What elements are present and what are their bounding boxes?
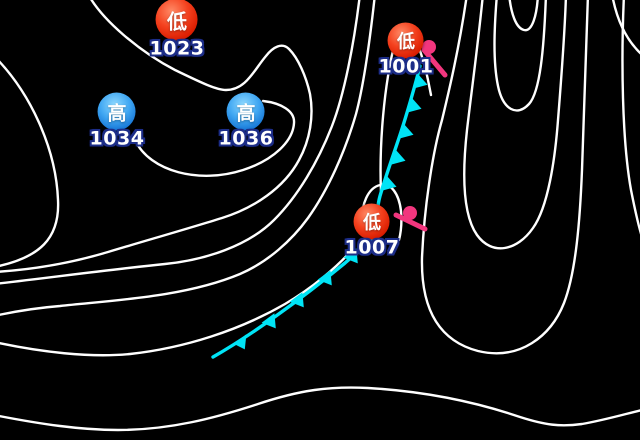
- cold-front-triangle: [398, 123, 414, 139]
- isobar-line: [0, 0, 376, 316]
- low-symbol-text: 低: [362, 212, 381, 234]
- isobar-line: [621, 0, 640, 235]
- isobar-line: [420, 0, 589, 355]
- pressure-value: 1023: [149, 37, 205, 60]
- pressure-marker-high-1036: 高 1036: [218, 92, 274, 150]
- pressure-value: 1036: [218, 127, 274, 150]
- warm-front: [393, 206, 428, 232]
- pressure-marker-low-1007: 低 1007: [344, 203, 400, 259]
- isobar-line: [0, 60, 60, 267]
- isobar-line: [0, 386, 640, 432]
- low-symbol-text: 低: [166, 9, 187, 33]
- cold-front-triangle: [317, 270, 332, 286]
- low-symbol-text: 低: [396, 31, 415, 53]
- cold-front-triangle: [390, 149, 406, 165]
- isobar-trough-line: [360, 183, 403, 242]
- warm-front-bump: [403, 206, 417, 220]
- isobar-line: [0, 248, 354, 357]
- cold-front-triangle: [343, 248, 358, 264]
- high-symbol-text: 高: [107, 102, 127, 124]
- cold-front-triangle: [233, 334, 247, 350]
- warm-front-line: [421, 47, 448, 78]
- low-pressure-icon: 低: [387, 22, 424, 59]
- warm-front: [421, 40, 448, 78]
- isobar-line: [0, 0, 313, 273]
- warm-front-line: [393, 212, 428, 232]
- pressure-marker-low-1001: 低 1001: [378, 22, 434, 78]
- isobar-line: [0, 0, 361, 285]
- isobar-line: [508, 0, 539, 32]
- cold-front-triangle: [412, 73, 428, 89]
- pressure-marker-high-1034: 高 1034: [89, 92, 145, 150]
- pressure-value: 1007: [344, 236, 400, 259]
- warm-front-bump: [422, 40, 436, 54]
- cold-front-triangle: [381, 175, 397, 191]
- isobar-line: [463, 0, 568, 250]
- high-pressure-icon: 高: [226, 92, 265, 131]
- low-pressure-icon: 低: [155, 0, 198, 41]
- low-pressure-icon: 低: [353, 203, 390, 240]
- pressure-marker-low-1023: 低 1023: [150, 0, 205, 60]
- isobar-line: [133, 99, 296, 177]
- pressure-value: 1034: [89, 127, 145, 150]
- cold-front-triangle: [261, 313, 276, 329]
- high-symbol-text: 高: [236, 102, 256, 124]
- isobar-line: [493, 0, 547, 112]
- cold-front-triangle: [289, 292, 304, 308]
- cold-front-triangle: [406, 97, 422, 113]
- isobar-line: [612, 0, 640, 55]
- pressure-value: 1001: [378, 55, 434, 78]
- high-pressure-icon: 高: [97, 92, 136, 131]
